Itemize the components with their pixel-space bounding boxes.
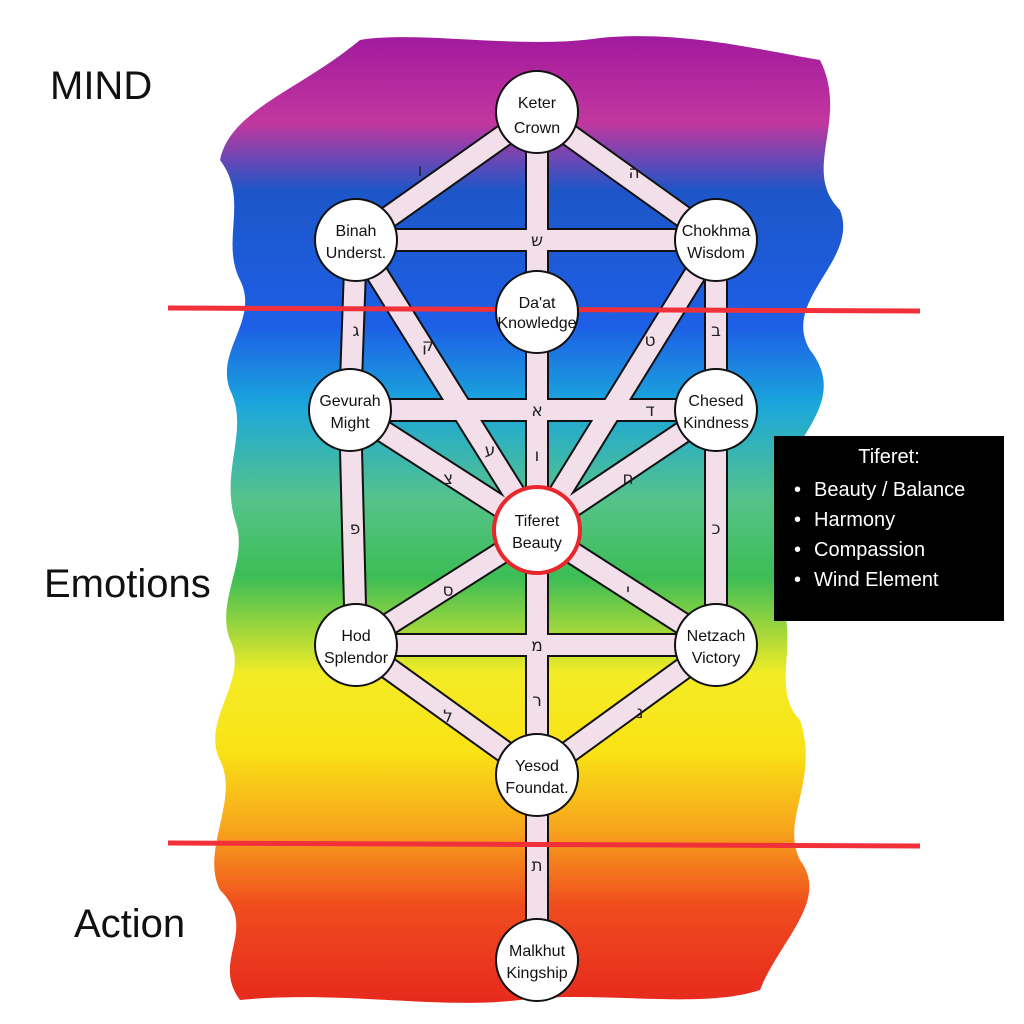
info-box-item: Beauty / Balance <box>794 475 1004 505</box>
node-binah-meaning: Underst. <box>326 245 386 262</box>
node-chokhma-name: Chokhma <box>682 223 751 240</box>
info-box-item: Wind Element <box>794 565 1004 595</box>
letter-gevurah-hod: פ <box>350 519 361 539</box>
letter-keter-binah: ו <box>418 161 423 181</box>
node-hod-meaning: Splendor <box>324 650 389 667</box>
path-binah-tiferet <box>347 234 546 536</box>
node-chesed-name: Chesed <box>688 393 743 410</box>
info-box-list: Beauty / Balance Harmony Compassion Wind… <box>774 475 1004 595</box>
node-yesod-circle <box>495 733 579 817</box>
letter-binah-tiferet-ayin: ע <box>485 441 496 461</box>
letter-tiferet-yesod: ר <box>532 691 542 711</box>
letter-chokhma-tiferet: ט <box>644 331 655 351</box>
node-binah-name: Binah <box>336 223 377 240</box>
letter-netzach-tiferet: י <box>626 581 630 601</box>
node-chokhma-circle <box>674 198 758 282</box>
node-keter-circle <box>495 70 579 154</box>
letter-keter-chokhma: ה <box>628 163 639 183</box>
node-malkhut-meaning: Kingship <box>506 965 567 982</box>
node-gevurah-meaning: Might <box>330 415 370 432</box>
emotions-action-divider <box>167 840 921 849</box>
node-tiferet-circle <box>492 485 582 575</box>
tiferet-info-box: Tiferet: Beauty / Balance Harmony Compas… <box>774 436 1004 621</box>
node-keter-meaning: Crown <box>514 120 560 137</box>
info-box-item: Harmony <box>794 505 1004 535</box>
letter-binah-tiferet: ק <box>422 336 434 356</box>
node-netzach-name: Netzach <box>687 628 746 645</box>
node-hod-circle <box>314 603 398 687</box>
letter-gevurah-tiferet: צ <box>443 469 453 489</box>
letter-gevurah-chesed-d: ד <box>645 401 654 421</box>
node-gevurah-name: Gevurah <box>319 393 380 410</box>
section-label-emotions: Emotions <box>44 562 211 606</box>
letter-binah-chokhma: ש <box>531 231 543 251</box>
node-gevurah-circle <box>308 368 392 452</box>
letter-chesed-tiferet: ח <box>622 469 633 489</box>
node-tiferet-meaning: Beauty <box>512 535 562 552</box>
letter-chokhma-chesed: ב <box>711 321 721 341</box>
node-netzach-circle <box>674 603 758 687</box>
node-chesed-meaning: Kindness <box>683 415 749 432</box>
node-malkhut-circle <box>495 918 579 1002</box>
letter-gevurah-chesed-a: א <box>531 401 542 421</box>
letter-hod-netzach: מ <box>531 636 543 656</box>
path-chokhma-tiferet <box>528 234 725 536</box>
letters-layer: ו ה ש ג ק ב ט א ד ו ע צ ח פ כ ס י מ ר ל נ ת <box>350 161 721 876</box>
node-hod-name: Hod <box>341 628 370 645</box>
letter-netzach-yesod: נ <box>637 703 644 723</box>
node-daat-circle <box>495 270 579 354</box>
node-malkhut-name: Malkhut <box>509 943 566 960</box>
letter-daat-tiferet: ו <box>535 446 540 466</box>
letter-hod-yesod: ל <box>443 707 453 727</box>
node-netzach-meaning: Victory <box>692 650 741 667</box>
node-daat-name: Da'at <box>519 295 556 312</box>
node-keter-name: Keter <box>518 95 557 112</box>
section-label-action: Action <box>74 902 186 946</box>
section-label-mind: MIND <box>50 64 153 108</box>
info-box-title: Tiferet: <box>858 446 920 468</box>
node-yesod-meaning: Foundat. <box>505 780 568 797</box>
node-yesod-name: Yesod <box>515 758 559 775</box>
info-box-item: Compassion <box>794 535 1004 565</box>
node-binah-circle <box>314 198 398 282</box>
letter-yesod-malkhut: ת <box>531 856 542 876</box>
node-tiferet-name: Tiferet <box>515 513 560 530</box>
node-daat-meaning: Knowledge <box>497 315 576 332</box>
letter-binah-gevurah: ג <box>352 321 359 341</box>
node-chesed-circle <box>674 368 758 452</box>
letter-hod-tiferet: ס <box>442 581 453 601</box>
letter-chesed-netzach: כ <box>712 519 721 539</box>
node-chokhma-meaning: Wisdom <box>687 245 745 262</box>
